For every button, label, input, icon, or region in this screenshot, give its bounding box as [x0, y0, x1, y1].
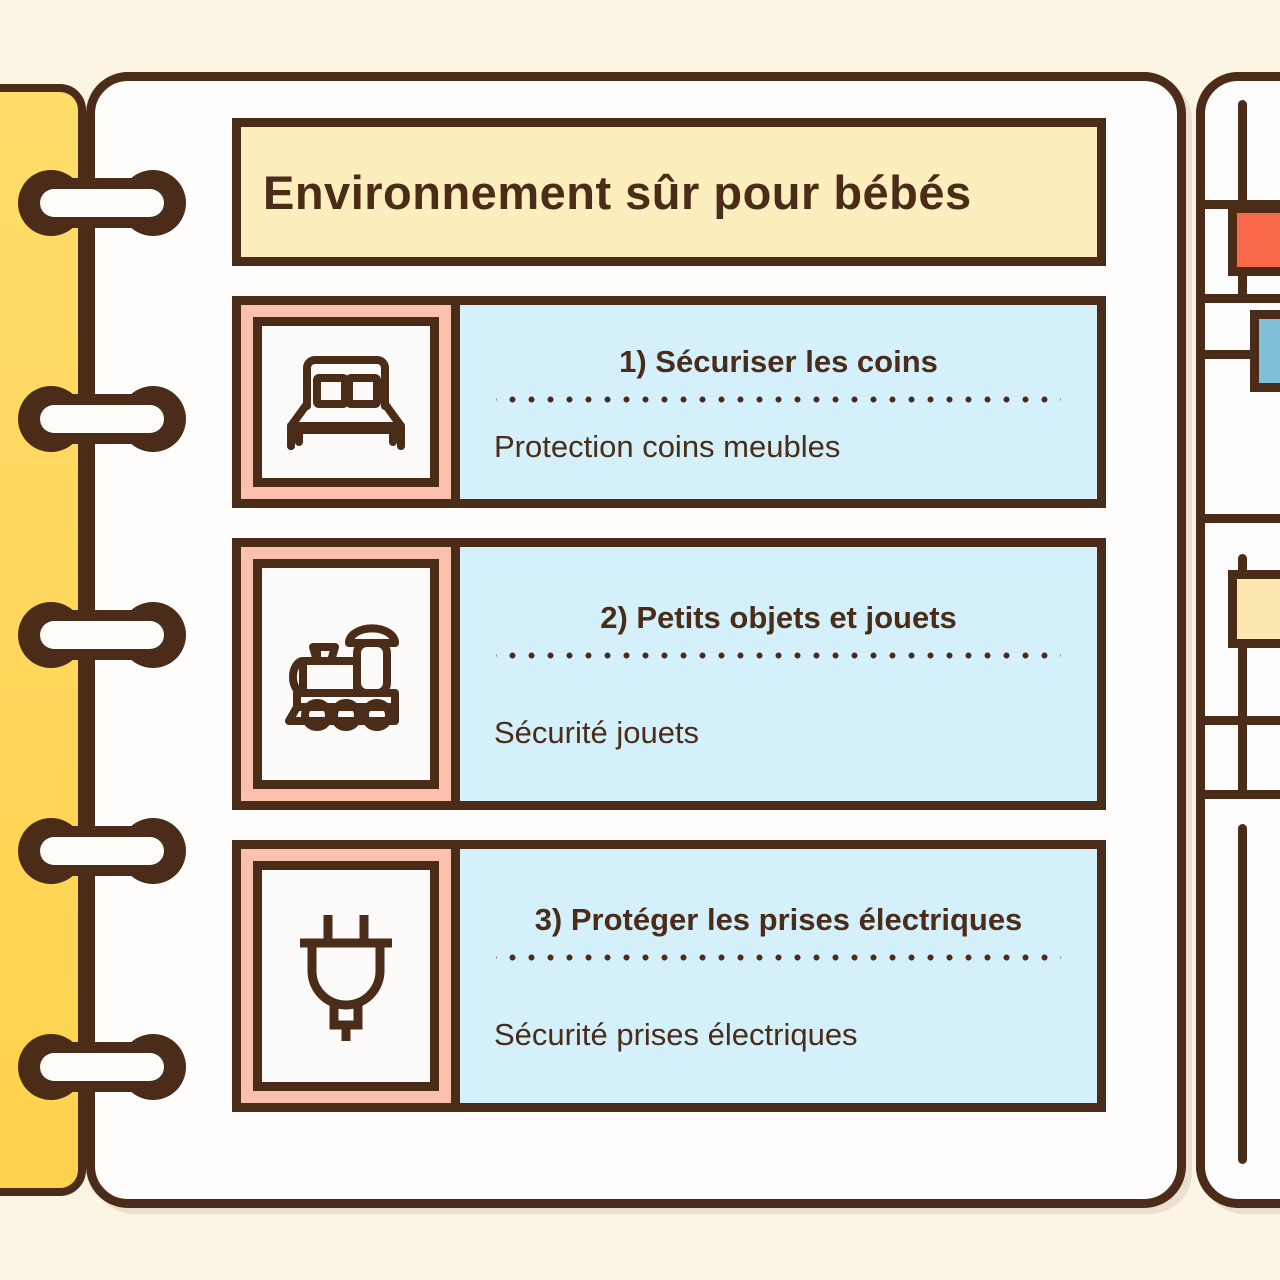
secondary-grid-line-v	[1238, 100, 1247, 210]
binder-ring[interactable]	[18, 602, 186, 668]
step-divider	[496, 953, 1061, 961]
secondary-grid-line-v	[1238, 716, 1247, 798]
step-subtitle: Sécurité prises électriques	[494, 1016, 858, 1052]
step-icon-frame	[253, 559, 439, 789]
secondary-grid-line-h	[1196, 790, 1280, 799]
binder-ring-hole	[40, 1053, 164, 1081]
secondary-grid-line-h	[1196, 350, 1280, 359]
orange-tab	[1228, 204, 1280, 276]
step-row: 2) Petits objets et jouets Sécurité joue…	[232, 538, 1106, 810]
step-heading: 2) Petits objets et jouets	[600, 599, 957, 635]
step-row: 1) Sécuriser les coins Protection coins …	[232, 296, 1106, 508]
step-icon-frame	[253, 861, 439, 1091]
binder-ring[interactable]	[18, 170, 186, 236]
step-text-box: 1) Sécuriser les coins Protection coins …	[460, 296, 1106, 508]
secondary-grid-line-v	[1196, 72, 1205, 1208]
blue-tab	[1250, 310, 1280, 392]
binder-ring[interactable]	[18, 386, 186, 452]
yellow-tab	[1228, 570, 1280, 648]
bed-icon	[287, 356, 405, 450]
secondary-grid-line-v	[1238, 824, 1247, 1164]
step-subtitle: Protection coins meubles	[494, 428, 841, 464]
secondary-grid-line-h	[1196, 294, 1280, 303]
binder-ring-hole	[40, 189, 164, 217]
binder-ring[interactable]	[18, 818, 186, 884]
page-content: Environnement sûr pour bébés	[232, 118, 1106, 1112]
step-row: 3) Protéger les prises électriques Sécur…	[232, 840, 1106, 1112]
step-icon-frame	[253, 317, 439, 487]
step-text-box: 3) Protéger les prises électriques Sécur…	[460, 840, 1106, 1112]
electric-plug-icon	[300, 915, 392, 1041]
step-icon-box	[232, 296, 460, 508]
secondary-grid-line-h	[1196, 514, 1280, 523]
binder-ring-hole	[40, 837, 164, 865]
step-heading: 3) Protéger les prises électriques	[534, 901, 1023, 937]
step-heading: 1) Sécuriser les coins	[619, 343, 938, 379]
step-text-box: 2) Petits objets et jouets Sécurité joue…	[460, 538, 1106, 810]
step-divider	[496, 651, 1061, 659]
binder-ring[interactable]	[18, 1034, 186, 1100]
binder-ring-hole	[40, 405, 164, 433]
step-icon-box	[232, 538, 460, 810]
step-icon-box	[232, 840, 460, 1112]
page-title-box: Environnement sûr pour bébés	[232, 118, 1106, 266]
toy-train-icon	[285, 624, 399, 731]
binder-ring-hole	[40, 621, 164, 649]
step-subtitle: Sécurité jouets	[494, 714, 700, 750]
step-divider	[496, 395, 1061, 403]
page-title: Environnement sûr pour bébés	[263, 165, 972, 219]
